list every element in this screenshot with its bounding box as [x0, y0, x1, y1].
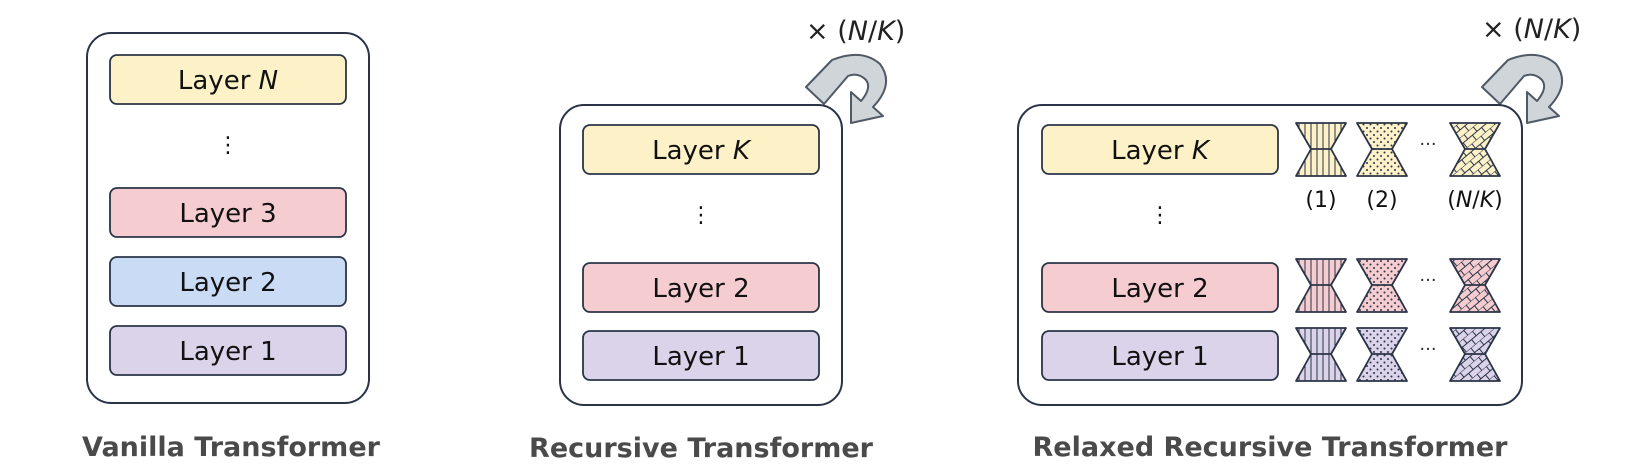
relaxed-layer-2-label: Layer 2: [1111, 274, 1208, 304]
lora-hourglass-icon: [1449, 122, 1501, 177]
relaxed-layer-2-box: [1041, 262, 1279, 313]
vanilla-layer-3-label: Layer 3: [179, 199, 276, 229]
recursive-layer-1-label: Layer 1: [652, 342, 749, 372]
relaxed-repeat-label: × (N/K): [1482, 14, 1581, 45]
vanilla-transformer-panel: Layer N ⋮ Layer 3 Layer 2 Layer 1 Vanill…: [82, 32, 381, 463]
lora-label-1: (1): [1305, 188, 1336, 213]
relaxed-layer-1-label: Layer 1: [1111, 342, 1208, 372]
recursive-layer-1: Layer 1: [582, 330, 820, 381]
recursive-container: [559, 104, 843, 406]
recursive-layer-k-label: Layer K: [652, 136, 752, 166]
relaxed-layer-2: Layer 2: [1041, 262, 1279, 313]
lora-hourglass-icon: [1356, 258, 1408, 313]
recursive-transformer-panel: × (N/K) Layer K ⋮ Layer 2 Layer 1 Recurs…: [529, 16, 905, 464]
recursive-caption: Recursive Transformer: [529, 433, 874, 464]
lora-hourglass-icon: [1295, 258, 1347, 313]
relaxed-layer-k: Layer K: [1041, 124, 1279, 175]
lora-label-n-over-k: (N/K): [1447, 188, 1503, 213]
relaxed-layer-1-box: [1041, 330, 1279, 381]
recursive-layer-k-box: [582, 124, 820, 175]
vanilla-ellipsis: ⋮: [217, 133, 239, 158]
relaxed-loop-arrow-icon: [1481, 53, 1564, 124]
lora-row-k: ···: [1295, 122, 1501, 177]
relaxed-layer-1: Layer 1: [1041, 330, 1279, 381]
relaxed-layer-k-label: Layer K: [1111, 136, 1211, 166]
lora-hourglass-icon: [1356, 122, 1408, 177]
vanilla-layer-1: Layer 1: [109, 325, 347, 376]
recursive-ellipsis: ⋮: [690, 203, 712, 228]
lora-hourglass-icon: [1449, 258, 1501, 313]
recursive-loop-arrow-icon: [805, 53, 888, 124]
lora-row-2-ellipsis: ···: [1419, 270, 1436, 291]
lora-hourglass-icon: [1295, 122, 1347, 177]
lora-row-k-ellipsis: ···: [1419, 134, 1436, 155]
recursive-repeat-label: × (N/K): [806, 16, 905, 47]
relaxed-caption: Relaxed Recursive Transformer: [1033, 432, 1509, 463]
lora-label-2: (2): [1366, 188, 1397, 213]
vanilla-caption: Vanilla Transformer: [82, 432, 381, 463]
vanilla-layer-2-box: [109, 256, 347, 307]
vanilla-layer-n-box: [109, 54, 347, 105]
lora-hourglass-icon: [1449, 327, 1501, 382]
recursive-layer-2-box: [582, 262, 820, 313]
lora-row-1: ···: [1295, 327, 1501, 382]
vanilla-layer-n: Layer N: [109, 54, 347, 105]
vanilla-layer-3: Layer 3: [109, 187, 347, 238]
relaxed-ellipsis: ⋮: [1149, 203, 1171, 228]
vanilla-layer-3-box: [109, 187, 347, 238]
recursive-layer-k: Layer K: [582, 124, 820, 175]
vanilla-layer-n-label: Layer N: [178, 66, 278, 96]
recursive-layer-2-label: Layer 2: [652, 274, 749, 304]
lora-hourglass-icon: [1295, 327, 1347, 382]
vanilla-layer-2: Layer 2: [109, 256, 347, 307]
recursive-layer-2: Layer 2: [582, 262, 820, 313]
vanilla-layer-1-label: Layer 1: [179, 337, 276, 367]
recursive-layer-1-box: [582, 330, 820, 381]
relaxed-recursive-transformer-panel: × (N/K) Layer K ⋮ Layer 2 Layer 1: [1017, 14, 1581, 463]
relaxed-layer-k-box: [1041, 124, 1279, 175]
vanilla-layer-1-box: [109, 325, 347, 376]
lora-row-2: ···: [1295, 258, 1501, 313]
vanilla-layer-2-label: Layer 2: [179, 268, 276, 298]
lora-row-1-ellipsis: ···: [1419, 339, 1436, 360]
lora-hourglass-icon: [1356, 327, 1408, 382]
